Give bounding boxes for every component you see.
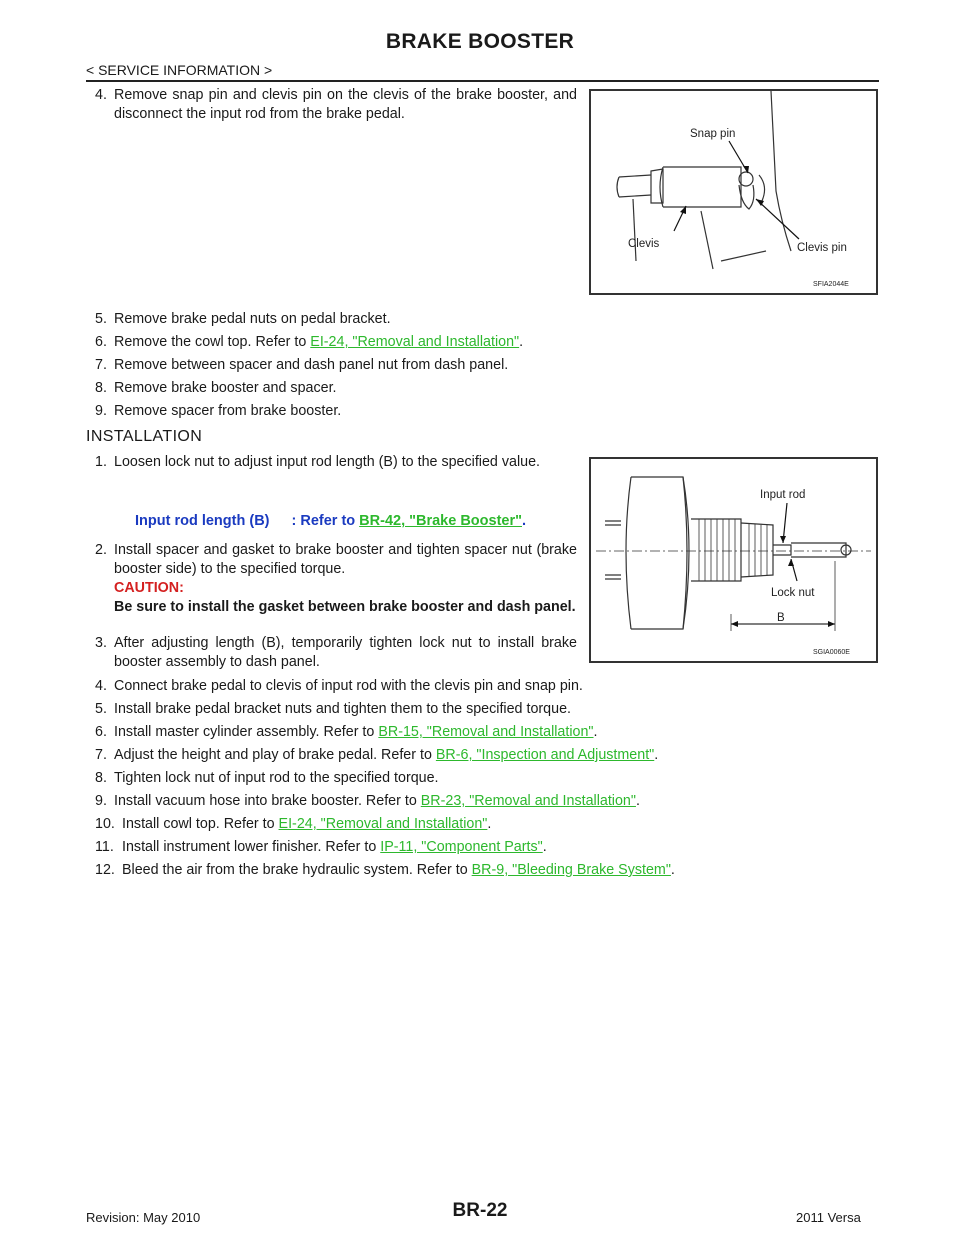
header-divider (86, 80, 879, 82)
label-snap-pin: Snap pin (690, 128, 735, 140)
label-input-rod: Input rod (760, 489, 805, 501)
page-number: BR-22 (452, 1200, 508, 1221)
removal-step-4: 4. Remove snap pin and clevis pin on the… (95, 87, 577, 122)
page-title: BRAKE BOOSTER (385, 30, 575, 53)
caution-text: Be sure to install the gasket between br… (114, 599, 576, 615)
installation-heading: INSTALLATION (86, 428, 203, 445)
link-br-6[interactable]: BR-6, "Inspection and Adjustment" (435, 747, 655, 763)
footer-revision: Revision: May 2010 (86, 1210, 201, 1225)
label-lock-nut: Lock nut (771, 587, 815, 599)
link-br-23[interactable]: BR-23, "Removal and Installation" (420, 793, 636, 809)
footer-model: 2011 Versa (796, 1210, 861, 1225)
link-ip-11[interactable]: IP-11, "Component Parts" (380, 839, 543, 855)
figure-code-1: SFIA2044E (813, 281, 849, 288)
link-ei-24[interactable]: EI-24, "Removal and Installation" (310, 334, 520, 350)
label-dimension-b: B (777, 612, 785, 624)
label-clevis: Clevis (628, 238, 660, 250)
label-clevis-pin: Clevis pin (797, 242, 847, 254)
link-br-9[interactable]: BR-9, "Bleeding Brake System" (471, 862, 671, 878)
section-label: < SERVICE INFORMATION > (86, 62, 273, 78)
figure-code-2: SGIA0060E (813, 649, 850, 656)
booster-illustration: Input rod Lock nut B SGIA0060E (596, 476, 871, 656)
install-step-3: 3. After adjusting length (B), temporari… (95, 635, 577, 670)
link-br-15[interactable]: BR-15, "Removal and Installation" (378, 724, 594, 740)
caution-heading: CAUTION: (114, 580, 184, 596)
link-ei-24-b[interactable]: EI-24, "Removal and Installation" (278, 816, 488, 832)
spec-input-rod-length: Input rod length (B): Refer to BR-42, "B… (135, 513, 527, 529)
clevis-illustration: Snap pin Clevis Clevis pin SFIA2044E (616, 91, 849, 288)
install-step-1: 1. Loosen lock nut to adjust input rod l… (95, 454, 540, 470)
link-br-42[interactable]: BR-42, "Brake Booster" (359, 513, 522, 529)
figure-clevis-snap-pin: Snap pin Clevis Clevis pin SFIA2044E (589, 89, 878, 295)
install-step-2: 2. Install spacer and gasket to brake bo… (95, 542, 577, 615)
figure-input-rod: Input rod Lock nut B SGIA0060E (589, 457, 878, 663)
